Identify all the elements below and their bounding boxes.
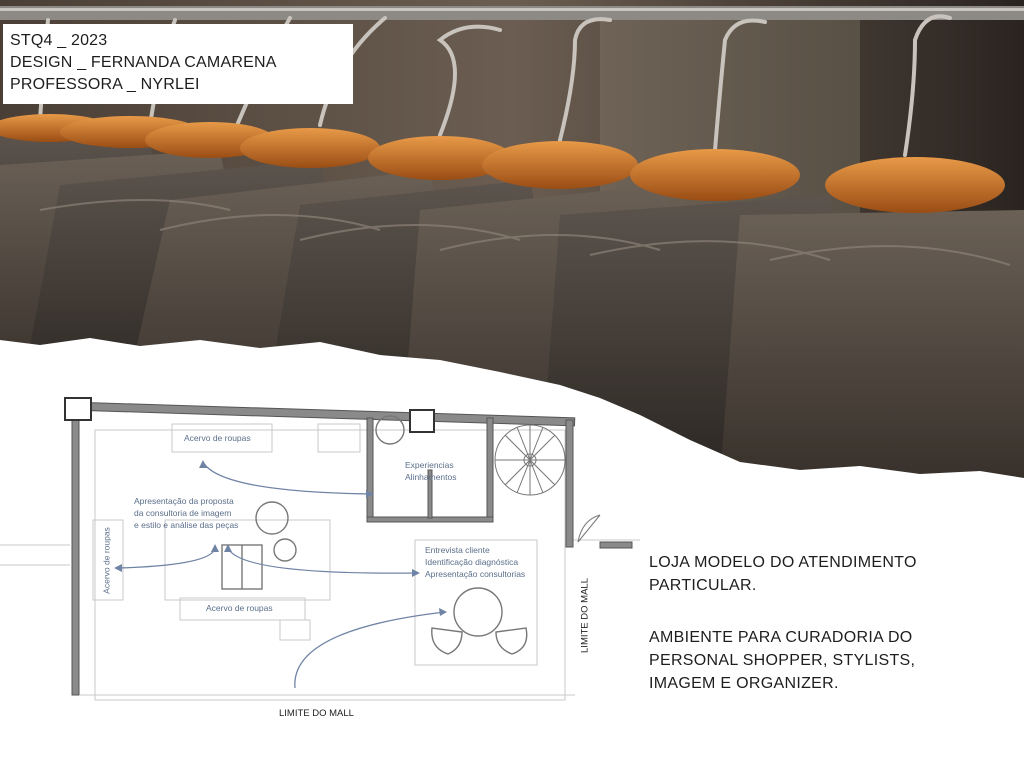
credits-line-design: DESIGN _ FERNANDA CAMARENA <box>10 54 277 71</box>
suits-on-hangers-photo <box>0 0 1024 480</box>
credits-line-professor: PROFESSORA _ NYRLEI <box>10 76 200 93</box>
label-limite-mall-right: LIMITE DO MALL <box>579 578 591 653</box>
label-limite-mall-bottom: LIMITE DO MALL <box>279 708 354 719</box>
label-acervo-left: Acervo de roupas <box>101 527 112 594</box>
label-experiencias: Experiencias <box>405 460 454 470</box>
label-entrevista-1: Entrevista cliente <box>425 545 490 555</box>
label-entrevista-3: Apresentação consultorias <box>425 569 526 579</box>
label-apresentacao-1: Apresentação da proposta <box>134 496 234 506</box>
label-alinhamentos: Alinhamentos <box>405 472 457 482</box>
credits-box: STQ4 _ 2023 DESIGN _ FERNANDA CAMARENA P… <box>3 24 353 104</box>
label-acervo-bottom: Acervo de roupas <box>206 603 273 613</box>
label-apresentacao-2: da consultoria de imagem <box>134 508 232 518</box>
floor-plan: Acervo de roupas Experiencias Alinhament… <box>0 380 640 730</box>
label-acervo-top: Acervo de roupas <box>184 433 251 443</box>
credits-line-course: STQ4 _ 2023 <box>10 32 108 49</box>
label-entrevista-2: Identificação diagnóstica <box>425 557 519 567</box>
floor-plan-drawing <box>0 397 640 701</box>
caption-store-model: LOJA MODELO DO ATENDIMENTO PARTICULAR. <box>649 554 917 594</box>
caption-curation-environment: AMBIENTE PARA CURADORIA DO PERSONAL SHOP… <box>649 629 916 692</box>
label-apresentacao-3: e estilo e análise das peças <box>134 520 239 530</box>
